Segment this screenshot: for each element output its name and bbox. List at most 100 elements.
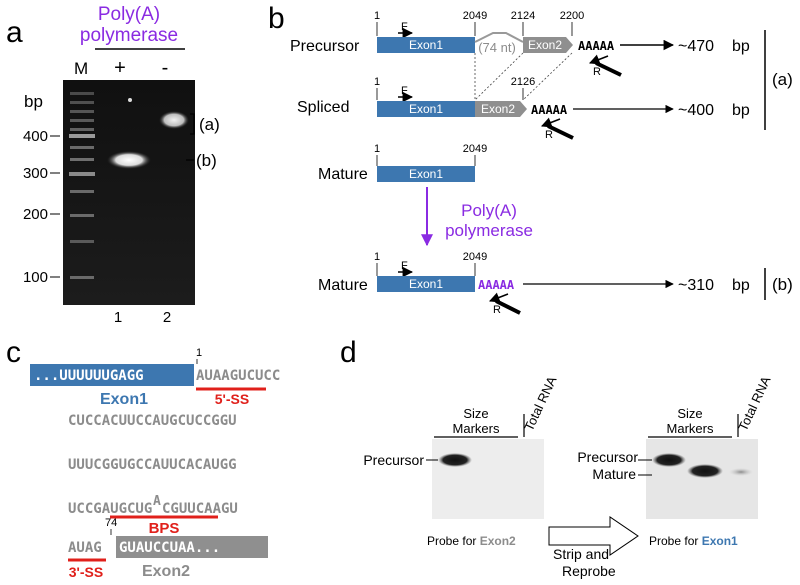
construct-mature: Mature 1 2049 Exon1 xyxy=(318,143,487,183)
polya-tail-purple: AAAAA xyxy=(478,278,515,292)
pos-precursor-2124: 2124 xyxy=(511,10,535,22)
group-a-label: (a) xyxy=(772,70,793,89)
panel-d-letter: d xyxy=(340,336,357,369)
pos-precursor-start: 1 xyxy=(374,10,380,22)
exon2-box xyxy=(475,101,527,117)
intron-seq-line2: CUCCACUUCCAUGCUCCGGU xyxy=(68,413,237,429)
band-label-precursor: Precursor xyxy=(363,452,424,468)
exon1-label: Exon1 xyxy=(409,38,443,52)
primer-r-bar xyxy=(547,124,574,140)
enzyme-label-line2: polymerase xyxy=(80,25,178,46)
band-b-label: (b) xyxy=(196,151,217,170)
primer-r-bar xyxy=(595,61,622,77)
pos-mature-2049: 2049 xyxy=(463,143,487,155)
product-unit: bp xyxy=(732,277,750,294)
five-ss-label: 5'-SS xyxy=(215,391,249,407)
blot-band-total-rna xyxy=(729,468,753,476)
size-markers-line1: Size xyxy=(463,406,488,421)
enzyme-label-line1: Poly(A) xyxy=(461,201,517,220)
position-1: 1 xyxy=(196,347,202,359)
gel-speck xyxy=(128,98,132,102)
bps-label: BPS xyxy=(149,520,180,537)
gel-band-b xyxy=(107,151,151,169)
strip-label: Strip and xyxy=(553,546,609,562)
primer-r-bar xyxy=(495,299,521,315)
panel-c: c ...UUUUUUGAGG 1 AUAAGUCUCC Exon1 5'-SS… xyxy=(6,336,280,580)
product-size-spliced: ~400 xyxy=(678,102,714,119)
primer-r-label: R xyxy=(545,129,553,141)
primer-r-label: R xyxy=(493,304,501,316)
row-label-mature-polya: Mature xyxy=(318,277,368,294)
branch-point-a: A xyxy=(153,494,161,509)
probe-label-left: Probe for Exon2 xyxy=(427,534,516,548)
primer-f-label: F xyxy=(401,21,408,33)
ladder-lane xyxy=(69,92,95,279)
primer-f-label: F xyxy=(401,260,408,272)
lane-number-1: 1 xyxy=(114,309,122,326)
intron-seq-line4b: CGUUCAAGU xyxy=(162,501,238,517)
primer-r-arrow xyxy=(489,292,509,303)
probe-label-right: Probe for Exon1 xyxy=(649,534,738,548)
intron-seq-line3: UUUCGGUGCCAUUCACAUGG xyxy=(68,457,237,473)
pos-maturepa-start: 1 xyxy=(374,251,380,263)
pos-precursor-2200: 2200 xyxy=(560,10,584,22)
blot-band-mature xyxy=(687,464,723,478)
band-label-mature: Mature xyxy=(592,466,636,482)
ladder-tick-100: 100 xyxy=(23,269,48,286)
panel-b: b Precursor 1 2049 2124 2200 F Exon1 (74… xyxy=(268,2,793,316)
total-rna-label: Total RNA xyxy=(521,374,559,434)
panel-c-letter: c xyxy=(6,336,21,369)
position-74: 74 xyxy=(105,517,117,529)
panel-a-letter: a xyxy=(6,16,23,49)
three-ss-label: 3'-SS xyxy=(69,564,103,580)
band-a-label: (a) xyxy=(199,115,220,134)
ladder-tick-200: 200 xyxy=(23,206,48,223)
reprobe-label: Reprobe xyxy=(562,563,616,579)
band-label-precursor: Precursor xyxy=(577,449,638,465)
polya-tail: AAAAA xyxy=(531,103,568,117)
northern-blot-right xyxy=(646,439,758,519)
size-markers-line1: Size xyxy=(677,406,702,421)
polya-tail: AAAAA xyxy=(578,39,615,53)
ladder-tick-400: 400 xyxy=(23,128,48,145)
primer-r-arrow xyxy=(589,54,609,65)
exon2-sequence-box xyxy=(116,536,268,558)
construct-precursor: Precursor 1 2049 2124 2200 F Exon1 (74 n… xyxy=(290,10,750,78)
exon1-box xyxy=(377,37,475,53)
exon2-sequence: GUAUCCUAA... xyxy=(119,540,220,556)
intron-seq-line1: AUAAGUCUCC xyxy=(196,368,280,384)
exon1-label: Exon1 xyxy=(409,277,443,291)
size-markers-line2: Markers xyxy=(667,421,714,436)
primer-r-arrow xyxy=(541,117,561,128)
pos-mature-start: 1 xyxy=(374,143,380,155)
primer-f-label: F xyxy=(401,85,408,97)
northern-blot-left xyxy=(432,439,544,519)
pos-spliced-2126: 2126 xyxy=(511,76,535,88)
blot-band-precursor xyxy=(438,453,472,467)
enzyme-label-line1: Poly(A) xyxy=(98,4,160,25)
gel-band-a xyxy=(159,111,189,129)
exon1-box xyxy=(377,101,475,117)
construct-mature-polya: Mature 1 2049 F Exon1 AAAAA ~310 bp R xyxy=(318,251,750,316)
row-label-mature: Mature xyxy=(318,166,368,183)
total-rna-label: Total RNA xyxy=(735,374,773,434)
lane-marker-label: M xyxy=(74,59,88,78)
intron-seq-line5: AUAG xyxy=(68,540,102,556)
exon1-label: Exon1 xyxy=(409,102,443,116)
exon1-sequence-box xyxy=(30,364,194,386)
panel-b-letter: b xyxy=(268,2,285,35)
pos-precursor-2049: 2049 xyxy=(463,10,487,22)
panel-a: a Poly(A) polymerase M + - bp 400 xyxy=(6,4,220,326)
intron-seq-line4a: UCCGAUGCUG xyxy=(68,501,152,517)
lane-plus-label: + xyxy=(114,57,126,79)
intron-line xyxy=(474,32,524,43)
product-unit: bp xyxy=(732,38,750,55)
lane-minus-label: - xyxy=(162,57,169,79)
intron-label: (74 nt) xyxy=(478,40,516,55)
exon1-box xyxy=(377,166,475,182)
gel-unit-label: bp xyxy=(24,92,43,111)
row-label-precursor: Precursor xyxy=(290,38,360,55)
pos-maturepa-2049: 2049 xyxy=(463,251,487,263)
size-markers-line2: Markers xyxy=(453,421,500,436)
